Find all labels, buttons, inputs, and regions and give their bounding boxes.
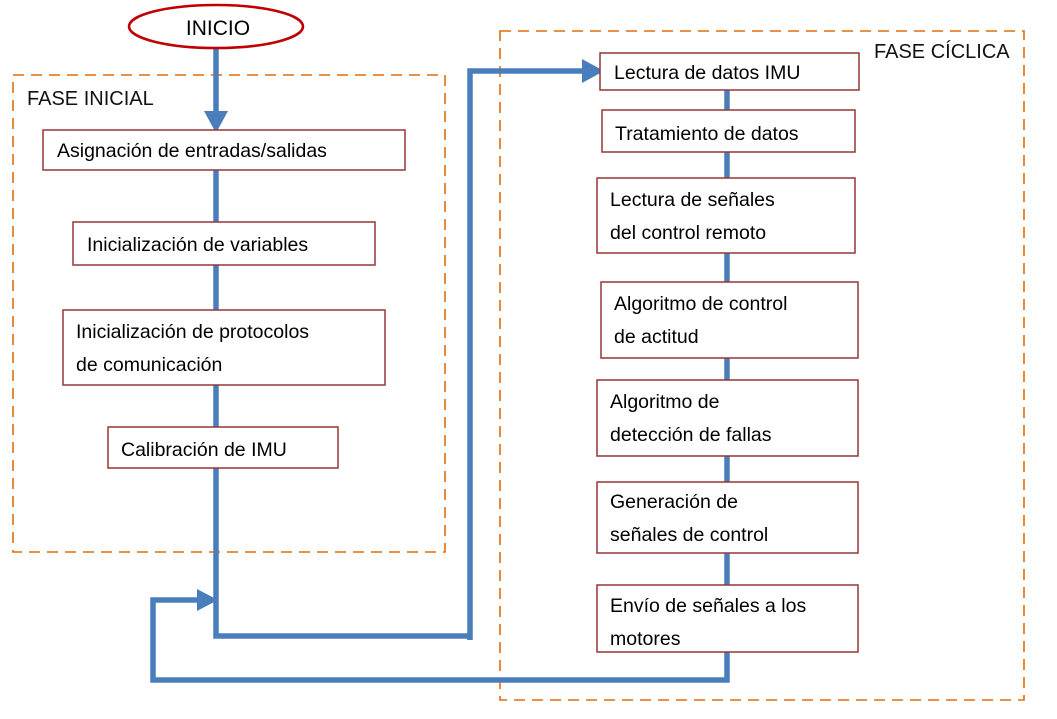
- node-envio-de-senales-a-los-motores[interactable]: Envío de señales a los motores: [596, 584, 859, 653]
- label-lectura-datos-imu-line1: Lectura de datos IMU: [614, 62, 800, 84]
- label-envio-senales-motores-line2: motores: [610, 628, 681, 650]
- box-envio-senales-motores: [596, 584, 859, 653]
- box-lectura-datos-imu: [599, 52, 860, 91]
- box-tratamiento-datos: [601, 109, 856, 153]
- box-algoritmo-control-actitud: [600, 281, 859, 359]
- node-algoritmo-de-control-de-actitud[interactable]: Algoritmo de control de actitud: [600, 281, 859, 359]
- node-calibracion-de-imu[interactable]: Calibración de IMU: [107, 426, 339, 469]
- box-calibracion-imu: [107, 426, 339, 469]
- node-lectura-de-datos-imu[interactable]: Lectura de datos IMU: [599, 52, 860, 91]
- connector-calibracion-to-ciclica: [213, 468, 470, 639]
- group-label-fase-ciclica: FASE CÍCLICA: [874, 40, 1010, 63]
- box-inicializacion-variables: [72, 221, 376, 266]
- label-generacion-senales-control-line2: señales de control: [610, 524, 768, 546]
- box-inicializacion-protocolos: [62, 309, 386, 386]
- label-inicializacion-variables-line1: Inicialización de variables: [87, 234, 308, 256]
- group-frame-fase-inicial: [12, 74, 446, 553]
- node-inicializacion-de-protocolos[interactable]: Inicialización de protocolos de comunica…: [62, 309, 386, 386]
- node-generacion-de-senales-de-control[interactable]: Generación de señales de control: [596, 481, 859, 554]
- node-lectura-de-senales-del-control-remoto[interactable]: Lectura de señales del control remoto: [596, 177, 856, 254]
- label-asignacion-line1: Asignación de entradas/salidas: [57, 140, 327, 162]
- node-asignacion-de-entradas-salidas[interactable]: Asignación de entradas/salidas: [42, 129, 406, 171]
- label-algoritmo-control-actitud-line1: Algoritmo de control: [614, 293, 787, 315]
- arrowhead-inicio-to-asignacion: [204, 111, 228, 133]
- start-ellipse-shape: [127, 3, 305, 50]
- arrowhead-to-lectura-datos-imu: [582, 59, 604, 83]
- label-algoritmo-control-actitud-line2: de actitud: [614, 326, 699, 348]
- label-calibracion-imu-line1: Calibración de IMU: [121, 439, 287, 461]
- group-frame-fase-ciclica: [499, 30, 1025, 701]
- connector-envio-feedback-loop: [150, 597, 730, 683]
- group-label-fase-inicial: FASE INICIAL: [27, 88, 154, 110]
- node-algoritmo-de-deteccion-de-fallas[interactable]: Algoritmo de detección de fallas: [596, 379, 859, 457]
- label-generacion-senales-control-line1: Generación de: [610, 491, 738, 513]
- label-algoritmo-deteccion-fallas-line2: detección de fallas: [610, 424, 772, 446]
- box-algoritmo-deteccion-fallas: [596, 379, 859, 457]
- box-asignacion: [42, 129, 406, 171]
- box-lectura-senales: [596, 177, 856, 254]
- label-lectura-senales-line2: del control remoto: [610, 222, 766, 244]
- label-tratamiento-datos-line1: Tratamiento de datos: [615, 123, 799, 145]
- box-generacion-senales-control: [596, 481, 859, 554]
- node-tratamiento-de-datos[interactable]: Tratamiento de datos: [601, 109, 856, 153]
- label-envio-senales-motores-line1: Envío de señales a los: [610, 595, 806, 617]
- label-inicializacion-protocolos-line1: Inicialización de protocolos: [76, 321, 309, 343]
- label-inicializacion-protocolos-line2: de comunicación: [76, 354, 222, 376]
- connector-riser-to-lectura-imu: [467, 68, 592, 640]
- node-inicializacion-de-variables[interactable]: Inicialización de variables: [72, 221, 376, 266]
- node-inicio[interactable]: INICIO: [127, 3, 305, 50]
- label-lectura-senales-line1: Lectura de señales: [610, 189, 775, 211]
- arrowhead-feedback-to-riser: [197, 589, 218, 611]
- start-node-label: INICIO: [186, 17, 250, 40]
- label-algoritmo-deteccion-fallas-line1: Algoritmo de: [610, 391, 719, 413]
